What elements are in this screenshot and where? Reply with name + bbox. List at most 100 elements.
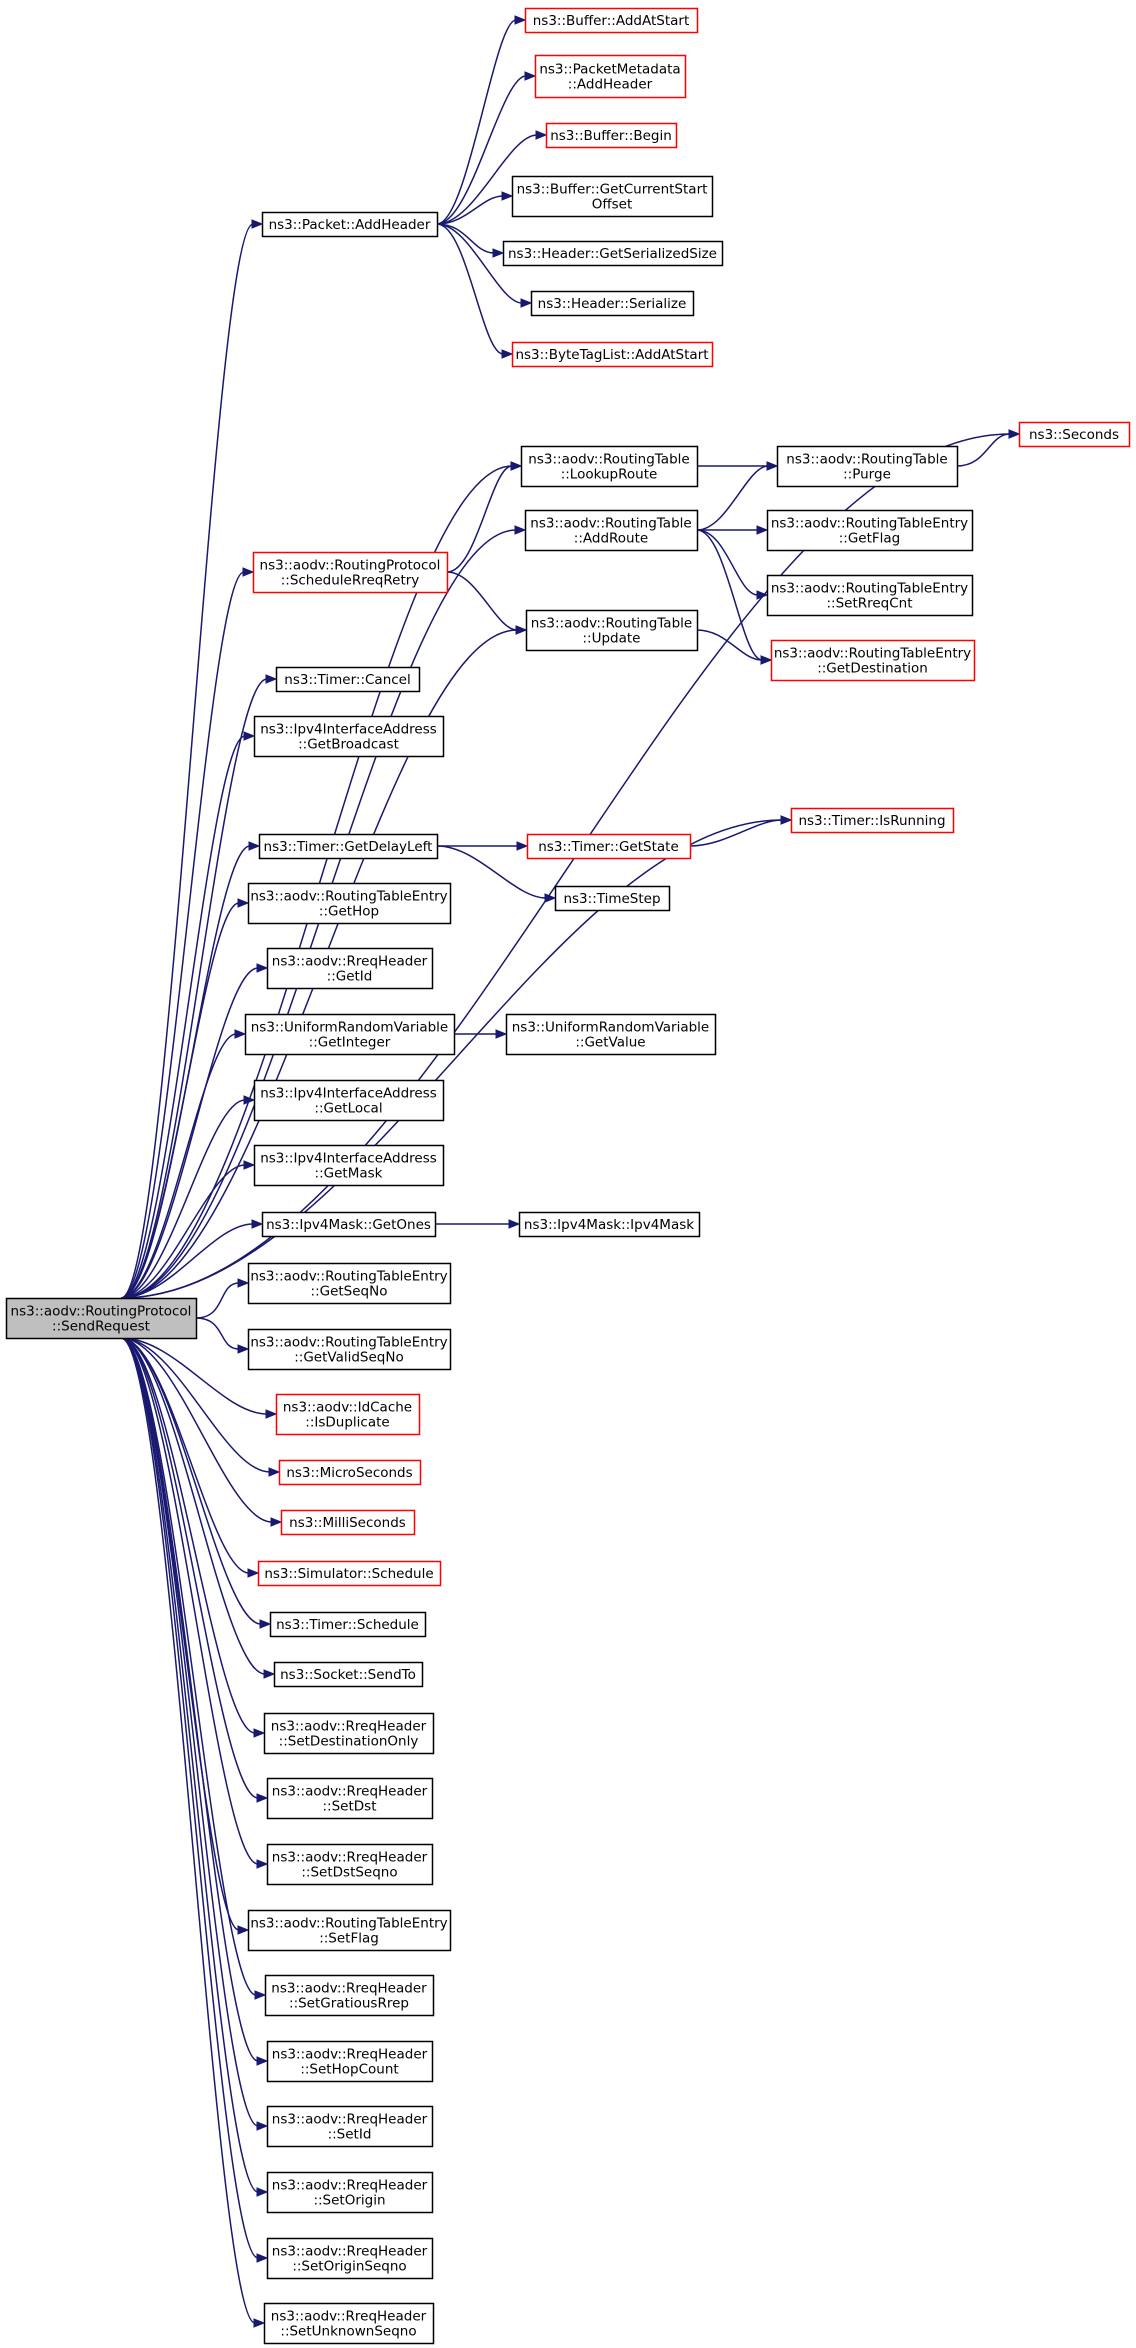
node-rreq-sethopcount[interactable]: ns3::aodv::RreqHeader::SetHopCount <box>266 2040 434 2083</box>
node-rreq-setoriginseqno[interactable]: ns3::aodv::RreqHeader::SetOriginSeqno <box>266 2237 434 2280</box>
node-box <box>518 1211 701 1238</box>
node-idcache-isdup[interactable]: ns3::aodv::IdCache::IsDuplicate <box>275 1393 421 1436</box>
node-microseconds[interactable]: ns3::MicroSeconds <box>278 1459 422 1486</box>
node-label: ns3::Timer::GetState <box>538 839 679 855</box>
node-rte-getdest[interactable]: ns3::aodv::RoutingTableEntry::GetDestina… <box>770 639 976 682</box>
node-box <box>776 445 959 488</box>
node-rreq-setdestonly[interactable]: ns3::aodv::RreqHeader::SetDestinationOnl… <box>263 1712 435 1755</box>
edge-rt-purge-to-seconds <box>956 433 1011 467</box>
node-pm-addheader[interactable]: ns3::PacketMetadata::AddHeader <box>534 54 687 99</box>
node-rte-getseqno[interactable]: ns3::aodv::RoutingTableEntry::GetSeqNo <box>247 1262 452 1305</box>
arrowhead <box>247 1568 260 1578</box>
node-urv-getvalue[interactable]: ns3::UniformRandomVariable::GetValue <box>505 1013 717 1056</box>
node-label: ns3::aodv::RoutingProtocol <box>11 1304 192 1320</box>
node-rreq-setid[interactable]: ns3::aodv::RreqHeader::SetId <box>266 2105 434 2148</box>
node-label: ::LookupRoute <box>561 467 658 483</box>
arrowhead <box>495 1029 508 1039</box>
node-label: ns3::aodv::RoutingTable <box>530 516 691 532</box>
node-label: ns3::aodv::RreqHeader <box>271 1719 427 1735</box>
node-rreq-setorigin[interactable]: ns3::aodv::RreqHeader::SetOrigin <box>266 2171 434 2214</box>
node-hdr-getsersize[interactable]: ns3::Header::GetSerializedSize <box>502 240 724 267</box>
node-timer-cancel[interactable]: ns3::Timer::Cancel <box>275 666 421 693</box>
edge-root-to-rreq-setid <box>120 1337 259 2127</box>
arrowhead <box>780 815 793 825</box>
arrowhead <box>256 2253 269 2263</box>
node-ipv4ia-getlocal[interactable]: ns3::Ipv4InterfaceAddress::GetLocal <box>253 1079 445 1122</box>
node-box <box>244 1013 456 1056</box>
node-rreq-setgratious[interactable]: ns3::aodv::RreqHeader::SetGratiousRrep <box>264 1974 435 2017</box>
node-rreq-getid[interactable]: ns3::aodv::RreqHeader::GetId <box>266 947 434 990</box>
node-timer-getdelayleft[interactable]: ns3::Timer::GetDelayLeft <box>258 833 439 860</box>
node-sim-schedule[interactable]: ns3::Simulator::Schedule <box>257 1560 442 1587</box>
node-label: ::SetRreqCnt <box>826 596 912 612</box>
node-timer-getstate[interactable]: ns3::Timer::GetState <box>526 833 692 860</box>
node-root[interactable]: ns3::aodv::RoutingProtocol::SendRequest <box>5 1297 198 1340</box>
edge-root-to-rt-lookuproute <box>120 465 513 1299</box>
edge-root-to-rreq-setdstseqno <box>120 1337 259 1865</box>
node-ipv4ia-getmask[interactable]: ns3::Ipv4InterfaceAddress::GetMask <box>253 1144 445 1187</box>
edge-root-to-rreq-setdestonly <box>120 1337 256 1734</box>
node-rte-setrreqcnt[interactable]: ns3::aodv::RoutingTableEntry::SetRreqCnt <box>766 574 974 617</box>
node-rt-purge[interactable]: ns3::aodv::RoutingTable::Purge <box>776 445 959 488</box>
edge-pkt-addheader-to-buf-getcurstart <box>436 195 504 225</box>
node-box <box>278 1459 422 1486</box>
node-label: ns3::TimeStep <box>563 891 660 907</box>
edge-timer-getdelayleft-to-timestep <box>436 845 547 899</box>
node-box <box>790 807 955 834</box>
node-box <box>269 1611 427 1638</box>
node-timer-schedule[interactable]: ns3::Timer::Schedule <box>269 1611 427 1638</box>
node-rt-addroute[interactable]: ns3::aodv::RoutingTable::AddRoute <box>524 509 699 552</box>
node-rreq-setdst[interactable]: ns3::aodv::RreqHeader::SetDst <box>266 1777 434 1820</box>
node-rreq-setunknownseqno[interactable]: ns3::aodv::RreqHeader::SetUnknownSeqno <box>263 2302 435 2345</box>
node-socket-sendto[interactable]: ns3::Socket::SendTo <box>273 1661 424 1688</box>
node-rte-getvalidseqno[interactable]: ns3::aodv::RoutingTableEntry::GetValidSe… <box>247 1328 452 1371</box>
node-rte-gethop[interactable]: ns3::aodv::RoutingTableEntry::GetHop <box>247 882 452 925</box>
node-box <box>253 715 445 758</box>
node-box <box>257 1560 442 1587</box>
arrowhead <box>256 963 269 973</box>
node-timer-isrunning[interactable]: ns3::Timer::IsRunning <box>790 807 955 834</box>
edge-pkt-addheader-to-buf-addatstart <box>436 19 517 225</box>
node-buf-addatstart[interactable]: ns3::Buffer::AddAtStart <box>524 7 699 34</box>
arrowhead <box>256 2121 269 2131</box>
arrowhead <box>756 525 769 535</box>
node-rte-setflag[interactable]: ns3::aodv::RoutingTableEntry::SetFlag <box>247 1909 452 1952</box>
node-label: ns3::aodv::RoutingTableEntry <box>771 516 968 532</box>
node-label: ::Purge <box>843 467 891 483</box>
node-label: ns3::aodv::RoutingTableEntry <box>250 1916 447 1932</box>
edge-root-to-rte-getvalidseqno <box>195 1317 240 1350</box>
node-label: ::SetOrigin <box>313 2193 385 2209</box>
node-rt-update[interactable]: ns3::aodv::RoutingTable::Update <box>525 609 699 652</box>
node-box <box>247 882 452 925</box>
node-milliseconds[interactable]: ns3::MilliSeconds <box>280 1509 416 1536</box>
node-ipv4ia-getbroadcast[interactable]: ns3::Ipv4InterfaceAddress::GetBroadcast <box>253 715 445 758</box>
edge-root-to-rreq-setunknownseqno <box>120 1337 256 2324</box>
node-hdr-serialize[interactable]: ns3::Header::Serialize <box>530 290 695 317</box>
node-pkt-addheader[interactable]: ns3::Packet::AddHeader <box>261 211 439 238</box>
node-label: ::SetOriginSeqno <box>292 2259 406 2275</box>
node-urv-getinteger[interactable]: ns3::UniformRandomVariable::GetInteger <box>244 1013 456 1056</box>
node-box <box>534 54 687 99</box>
node-ipv4mask-getones[interactable]: ns3::Ipv4Mask::GetOnes <box>261 1211 437 1238</box>
arrowhead <box>243 731 256 741</box>
node-label: ns3::aodv::RreqHeader <box>271 2309 427 2325</box>
node-timestep[interactable]: ns3::TimeStep <box>554 885 671 912</box>
node-rreq-setdstseqno[interactable]: ns3::aodv::RreqHeader::SetDstSeqno <box>266 1843 434 1886</box>
node-label: ::SetHopCount <box>300 2062 398 2078</box>
node-seconds[interactable]: ns3::Seconds <box>1018 421 1131 448</box>
node-rp-schedreqretry[interactable]: ns3::aodv::RoutingProtocol::ScheduleRreq… <box>252 551 449 594</box>
node-label: ns3::Ipv4InterfaceAddress <box>260 1151 437 1167</box>
node-box <box>264 1974 435 2017</box>
node-box <box>261 1211 437 1238</box>
arrowhead <box>265 1409 278 1419</box>
node-btl-addatstart[interactable]: ns3::ByteTagList::AddAtStart <box>511 341 714 368</box>
arrowhead <box>237 898 250 908</box>
node-rte-getflag[interactable]: ns3::aodv::RoutingTableEntry::GetFlag <box>766 509 974 552</box>
arrowhead <box>268 1467 281 1477</box>
node-rt-lookuproute[interactable]: ns3::aodv::RoutingTable::LookupRoute <box>520 445 699 488</box>
node-ipv4mask-ipv4mask[interactable]: ns3::Ipv4Mask::Ipv4Mask <box>518 1211 701 1238</box>
edge-root-to-ipv4ia-getlocal <box>120 1099 246 1299</box>
node-buf-begin[interactable]: ns3::Buffer::Begin <box>545 122 678 149</box>
node-box <box>505 1013 717 1056</box>
